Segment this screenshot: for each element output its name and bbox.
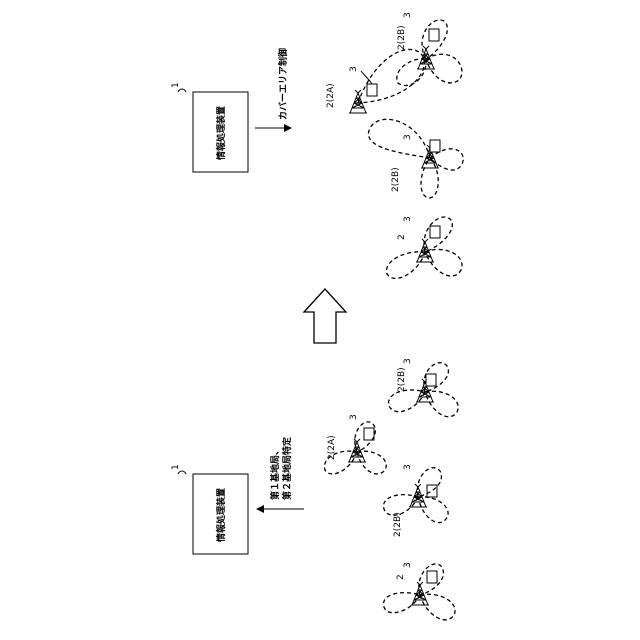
- coverage-area: [417, 468, 441, 497]
- label-bottom-2b-upper: 2(2B): [397, 367, 407, 392]
- coverage-area: [357, 451, 386, 474]
- device-label-bottom: 情報処理装置: [215, 488, 227, 543]
- ref-unit: 3: [403, 464, 413, 470]
- ref-unit: 3: [349, 414, 359, 420]
- ref-unit: 3: [403, 358, 413, 364]
- coverage-area: [383, 593, 420, 613]
- coverage-area: [383, 495, 418, 516]
- ref-unit: 3: [403, 12, 413, 18]
- unit-icon: [367, 84, 377, 96]
- coverage-area: [418, 497, 448, 523]
- label-top-2a: 2(2A): [326, 83, 336, 108]
- label-bottom-2a: 2(2A): [327, 435, 337, 460]
- top-station-2b-middle: [368, 119, 463, 198]
- ref-unit: 3: [403, 216, 413, 222]
- coverage-area: [425, 249, 462, 276]
- unit-icon: [427, 485, 437, 497]
- device-ref-top: 1: [171, 82, 181, 88]
- unit-icon: [430, 140, 440, 152]
- device-label-top: 情報処理装置: [215, 106, 227, 161]
- action-label-top: カバーエリア制御: [277, 48, 289, 120]
- ref-unit: 3: [403, 562, 413, 568]
- control-arrow-head: [284, 124, 292, 132]
- bottom-station-4: [383, 564, 455, 620]
- coverage-area: [388, 390, 425, 412]
- unit-icon: [427, 571, 437, 583]
- top-panel: 2(2A) 2(2A) 2(2B) 2(2B) 3 3 3 3 2 情報処理装置…: [171, 12, 463, 278]
- label-top-2b-middle: 2(2B): [391, 167, 401, 192]
- leader-line: [178, 89, 186, 92]
- coverage-area-large: [368, 119, 430, 158]
- top-station-2a: [349, 49, 424, 113]
- ref-tower: 2: [397, 234, 407, 240]
- unit-icon: [426, 374, 436, 386]
- identify-arrow-head: [256, 505, 264, 513]
- ref-tower: 2: [396, 574, 406, 580]
- tower-icon: [417, 46, 435, 69]
- transition-arrow-icon: [304, 289, 346, 343]
- leader-line: [178, 471, 186, 474]
- unit-icon: [429, 29, 439, 41]
- ref-unit: 3: [349, 66, 359, 72]
- label-bottom-2b-middle: 2(2B): [393, 512, 403, 537]
- top-station-3: [386, 217, 462, 278]
- label-top-2b-upper: 2(2B): [397, 25, 407, 50]
- action-label-bottom-1: 第１基地局、: [269, 446, 281, 500]
- unit-icon: [430, 226, 440, 238]
- device-ref-bottom: 1: [171, 464, 181, 470]
- ref-unit: 3: [403, 134, 413, 140]
- action-label-bottom-2: 第２基地局特定: [281, 436, 293, 500]
- bottom-panel: 2(2B) 2(2A) 2(2B) 3 3 3 3 2 情報処理装置 1 第１基…: [171, 358, 458, 620]
